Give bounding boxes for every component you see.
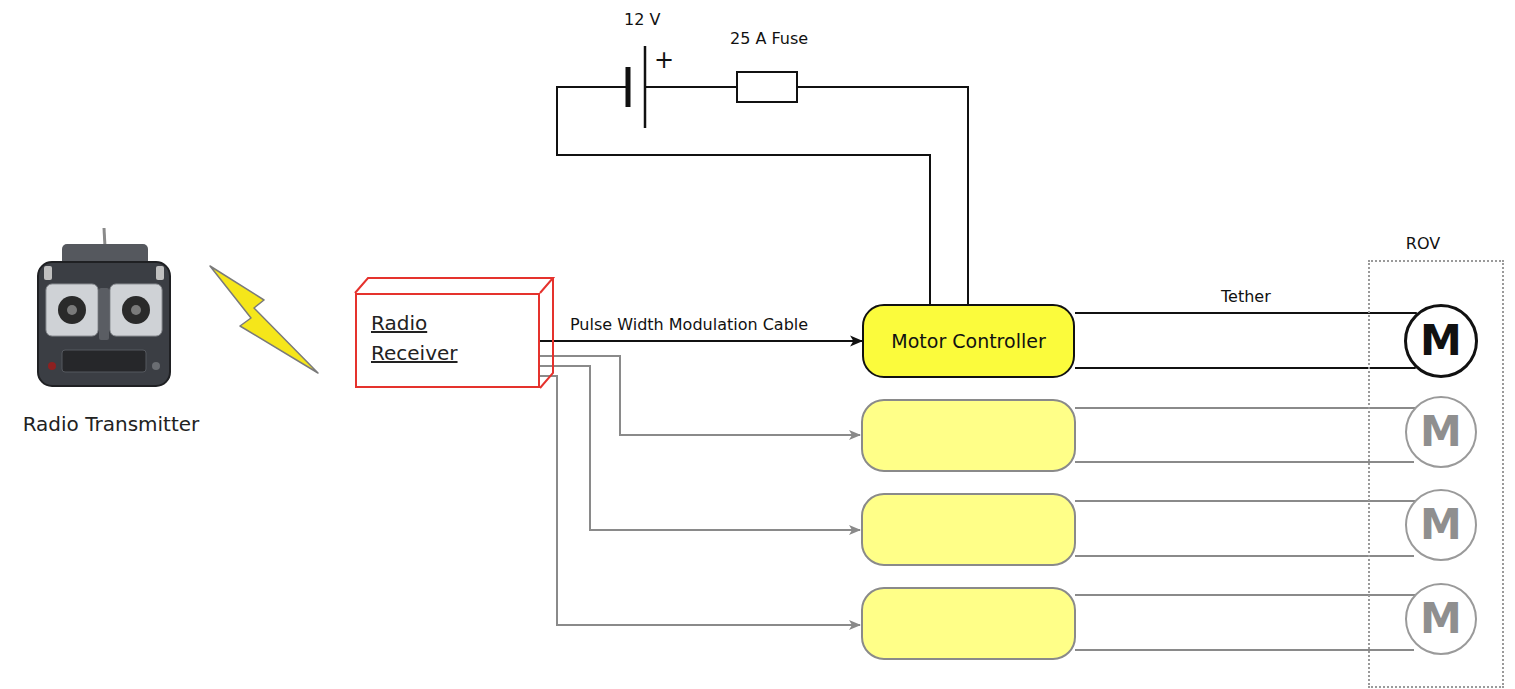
- voltage-label: 12 V: [622, 10, 662, 30]
- tether-wire: [1075, 407, 1416, 409]
- indicator: [48, 362, 56, 370]
- stick-base: [122, 296, 150, 324]
- box-3d-faces: [355, 293, 540, 388]
- radio-transmitter-illustration: [38, 228, 170, 386]
- node-label: Radio Transmitter: [23, 412, 200, 436]
- stick: [67, 305, 77, 315]
- power-wire: [557, 87, 930, 304]
- gimbal: [110, 284, 162, 336]
- motor-symbol: M: [1405, 396, 1477, 468]
- trim-column: [99, 288, 109, 340]
- transmitter-node: Radio Transmitter: [5, 232, 217, 442]
- battery-plate: [626, 67, 631, 107]
- tether-wire: [1075, 500, 1416, 502]
- motor-controller-box: Motor Controller: [862, 304, 1075, 378]
- battery-plate: [644, 46, 647, 128]
- grey-channels: [540, 356, 1416, 659]
- tether-wire: [1075, 649, 1414, 651]
- connector-label: Tether: [1219, 287, 1273, 307]
- motor-letter: M: [1420, 598, 1462, 640]
- power-wire: [797, 87, 968, 304]
- node-label: Motor Controller: [891, 329, 1045, 353]
- stick: [131, 305, 141, 315]
- motor-symbol: M: [1404, 304, 1478, 378]
- pwm-cable: [540, 356, 860, 435]
- radio-receiver-box: Radio Receiver: [355, 293, 540, 388]
- pwm-cable: [540, 366, 860, 530]
- gimbal: [46, 284, 98, 336]
- motor-letter: M: [1420, 320, 1462, 362]
- node-label: Radio Receiver: [371, 308, 491, 368]
- fuse-symbol: [737, 72, 797, 102]
- node-label: ROV: [1406, 234, 1440, 254]
- pwm-cable: [540, 376, 860, 625]
- transmitter-body: [38, 262, 170, 386]
- motor-letter: M: [1420, 504, 1462, 546]
- name-plate: [62, 350, 146, 372]
- box-3d-edge: [355, 278, 553, 388]
- tether: [1075, 313, 1417, 368]
- switch: [44, 266, 52, 280]
- motor-controller-box: [862, 588, 1075, 659]
- tether-wire: [1075, 555, 1414, 557]
- motor-symbol: M: [1405, 583, 1477, 655]
- stick-base: [58, 296, 86, 324]
- power-circuit: [557, 46, 968, 304]
- motor-controller-box: [862, 400, 1075, 471]
- motor-letter: M: [1420, 411, 1462, 453]
- power-wire: [645, 86, 737, 88]
- motor-symbol: M: [1405, 489, 1477, 561]
- tether-wire: [1075, 461, 1414, 463]
- indicator: [152, 362, 160, 370]
- switch: [156, 266, 164, 280]
- fuse-label: 25 A Fuse: [728, 29, 810, 49]
- polarity-sign: +: [652, 46, 676, 74]
- rov-group: ROV M M M M: [1368, 232, 1504, 688]
- pwm-cable: [540, 340, 862, 342]
- connector-label: Pulse Width Modulation Cable: [568, 315, 810, 335]
- tether-wire: [1075, 594, 1416, 596]
- motor-controller-box: [862, 494, 1075, 565]
- radio-link-bolt: [210, 266, 318, 373]
